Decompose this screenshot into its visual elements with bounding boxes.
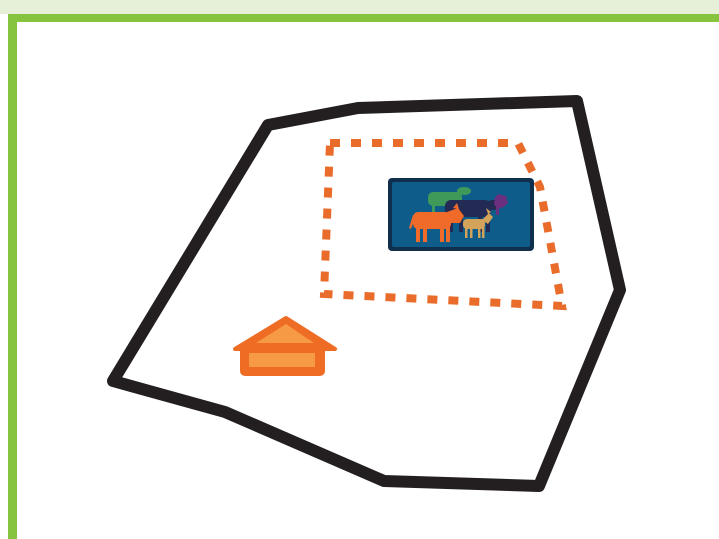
house-body-highlight	[249, 353, 315, 367]
top-band	[0, 0, 719, 14]
frame-left	[8, 14, 17, 539]
frame-top	[8, 14, 719, 22]
livestock-icon	[388, 178, 534, 251]
